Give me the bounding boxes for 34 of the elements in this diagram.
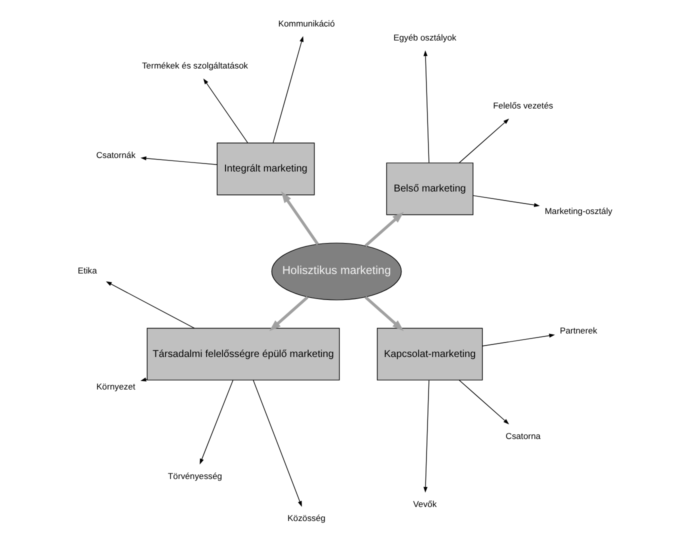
arrow — [140, 378, 148, 382]
node-text: Etika — [78, 266, 97, 276]
node-text: Csatornák — [96, 150, 136, 160]
node-text: Felelős vezetés — [493, 100, 554, 110]
node-text: Partnerek — [560, 325, 598, 336]
arrow — [200, 380, 234, 465]
arrow — [364, 212, 404, 247]
arrow — [203, 78, 248, 144]
arrow — [482, 334, 555, 346]
node-text: Termékek és szolgáltatások — [142, 60, 248, 71]
arrow — [252, 380, 302, 507]
node-text: Környezet — [96, 382, 136, 392]
arrow — [364, 296, 404, 332]
arrow — [458, 380, 510, 424]
arrow — [458, 118, 510, 164]
node-text: Csatorna — [506, 431, 541, 442]
node-box: Kapcsolat-marketing — [376, 328, 483, 380]
node-text: Kommunikáció — [278, 18, 335, 28]
arrow — [272, 36, 304, 144]
node-text: Törvényesség — [168, 470, 222, 481]
node-text: Egyéb osztályok — [394, 32, 456, 43]
arrow — [269, 296, 308, 332]
arrow — [106, 281, 195, 329]
node-text: Közösség — [288, 513, 326, 524]
arrow — [423, 50, 430, 164]
arrow — [472, 195, 540, 207]
node-box: Belső marketing — [386, 162, 474, 216]
arrow — [140, 156, 218, 165]
arrow — [281, 191, 319, 246]
node-ellipse: Holisztikus marketing — [271, 242, 402, 300]
node-box: Integrált marketing — [216, 142, 315, 196]
node-text: Marketing-osztály — [544, 206, 612, 216]
node-text: Vevők — [413, 498, 437, 509]
arrow — [423, 380, 430, 493]
